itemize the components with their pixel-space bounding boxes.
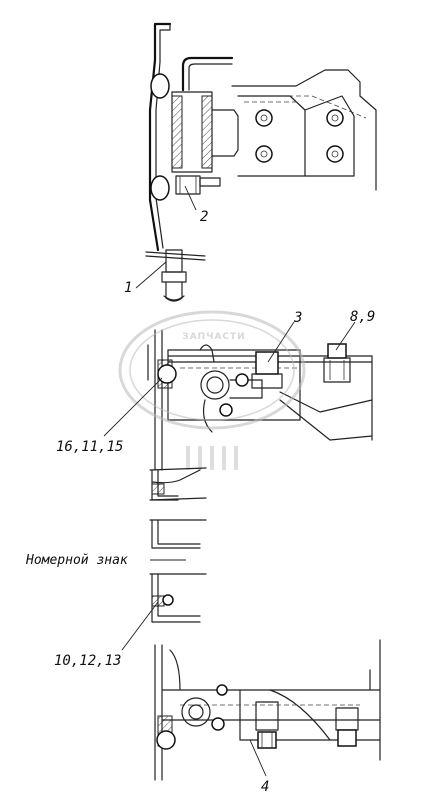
note-license-plate: Номерной знак: [25, 553, 128, 568]
plate-section-views: [149, 467, 207, 623]
watermark-text: ЗАПЧАСТИ: [182, 332, 245, 342]
bottom-bracket-assembly: [154, 639, 381, 781]
callout-part-3: 3: [293, 310, 302, 326]
callout-part-4: 4: [261, 779, 269, 795]
middle-plate-holder-assembly: [147, 329, 373, 471]
callout-part-2: 2: [200, 209, 208, 225]
leader-lines: [103, 185, 356, 777]
callout-parts-10-12-13: 10,12,13: [54, 653, 121, 669]
watermark-logo: ЗАПЧАСТИ: [118, 310, 306, 470]
callout-part-1: 1: [124, 280, 132, 296]
callout-parts-8-9: 8,9: [350, 309, 375, 325]
top-bracket-assembly: [145, 22, 377, 302]
callout-parts-16-11-15: 16,11,15: [56, 439, 123, 455]
